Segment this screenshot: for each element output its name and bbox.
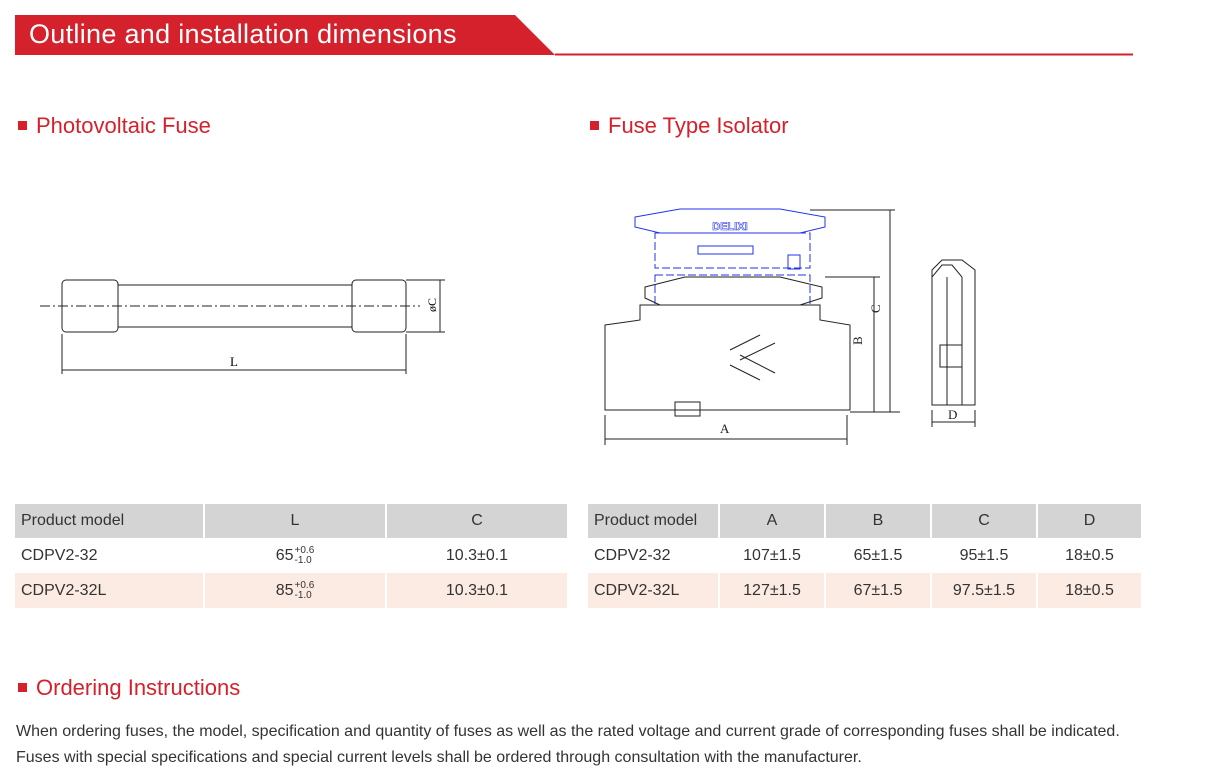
page-title: Outline and installation dimensions <box>29 19 457 49</box>
table-row: CDPV2-32 107±1.5 65±1.5 95±1.5 18±0.5 <box>588 538 1141 573</box>
cell: 97.5±1.5 <box>932 573 1036 608</box>
bullet-square-icon <box>590 120 599 130</box>
cell: 67±1.5 <box>826 573 930 608</box>
column-header: Product model <box>588 504 718 538</box>
cell-L: 85+0.6-1.0 <box>205 573 385 608</box>
dim-B-label: B <box>850 336 865 345</box>
tolerance-minus: -1.0 <box>294 589 312 601</box>
value: 85 <box>275 581 294 599</box>
heading-ordering-instructions: Ordering Instructions <box>18 675 240 701</box>
heading-fuse-isolator: Fuse Type Isolator <box>590 113 789 139</box>
heading-text: Fuse Type Isolator <box>608 113 789 138</box>
dim-C-label: C <box>868 304 883 313</box>
tolerance-minus: -1.0 <box>294 554 312 566</box>
heading-text: Ordering Instructions <box>36 675 241 700</box>
fuse-dimensions-table: Product model L C CDPV2-32 65+0.6-1.0 10… <box>13 504 569 608</box>
column-header: C <box>932 504 1036 538</box>
column-header: D <box>1038 504 1141 538</box>
value: 65 <box>275 546 294 564</box>
table-row: CDPV2-32 65+0.6-1.0 10.3±0.1 <box>15 538 567 573</box>
table-row: CDPV2-32L 127±1.5 67±1.5 97.5±1.5 18±0.5 <box>588 573 1141 608</box>
bullet-square-icon <box>18 120 27 130</box>
table-row: CDPV2-32L 85+0.6-1.0 10.3±0.1 <box>15 573 567 608</box>
dim-L-label: L <box>230 354 238 369</box>
cell-C: 10.3±0.1 <box>445 546 509 564</box>
column-header: L <box>205 504 385 538</box>
column-header: Product model <box>15 504 203 538</box>
column-header: B <box>826 504 930 538</box>
cell-C: 10.3±0.1 <box>387 573 567 608</box>
cell-model: CDPV2-32 <box>21 546 98 564</box>
table-header-row: Product model L C <box>15 504 567 538</box>
cell-model: CDPV2-32L <box>15 573 203 608</box>
cell: 127±1.5 <box>720 573 824 608</box>
isolator-dimensions-table: Product model A B C D CDPV2-32 107±1.5 6… <box>586 504 1143 608</box>
fuse-drawing: L øC <box>40 279 445 374</box>
cell: 18±0.5 <box>1038 573 1141 608</box>
column-header: C <box>387 504 567 538</box>
dim-D-label: D <box>948 407 957 422</box>
tolerance-plus: +0.6 <box>294 544 315 556</box>
cell: 107±1.5 <box>743 546 801 564</box>
brand-label: DELIXI <box>712 221 747 233</box>
banner-shape <box>15 15 1133 56</box>
dim-C-label: øC <box>425 298 439 312</box>
heading-photovoltaic-fuse: Photovoltaic Fuse <box>18 113 211 139</box>
ordering-text: When ordering fuses, the model, specific… <box>16 723 1120 766</box>
column-header: A <box>720 504 824 538</box>
cell: 65±1.5 <box>853 546 903 564</box>
section-banner: Outline and installation dimensions <box>15 15 1133 56</box>
heading-text: Photovoltaic Fuse <box>36 113 211 138</box>
dim-A-label: A <box>720 421 730 436</box>
isolator-drawing: DELIXI A B C D <box>604 208 976 445</box>
table-header-row: Product model A B C D <box>588 504 1141 538</box>
cell: 95±1.5 <box>959 546 1009 564</box>
cell: CDPV2-32L <box>588 573 718 608</box>
cell-L: 65+0.6-1.0 <box>205 538 385 573</box>
cell: 18±0.5 <box>1065 546 1114 564</box>
bullet-square-icon <box>18 682 27 692</box>
cell: CDPV2-32 <box>594 546 671 564</box>
tolerance-plus: +0.6 <box>294 579 315 591</box>
